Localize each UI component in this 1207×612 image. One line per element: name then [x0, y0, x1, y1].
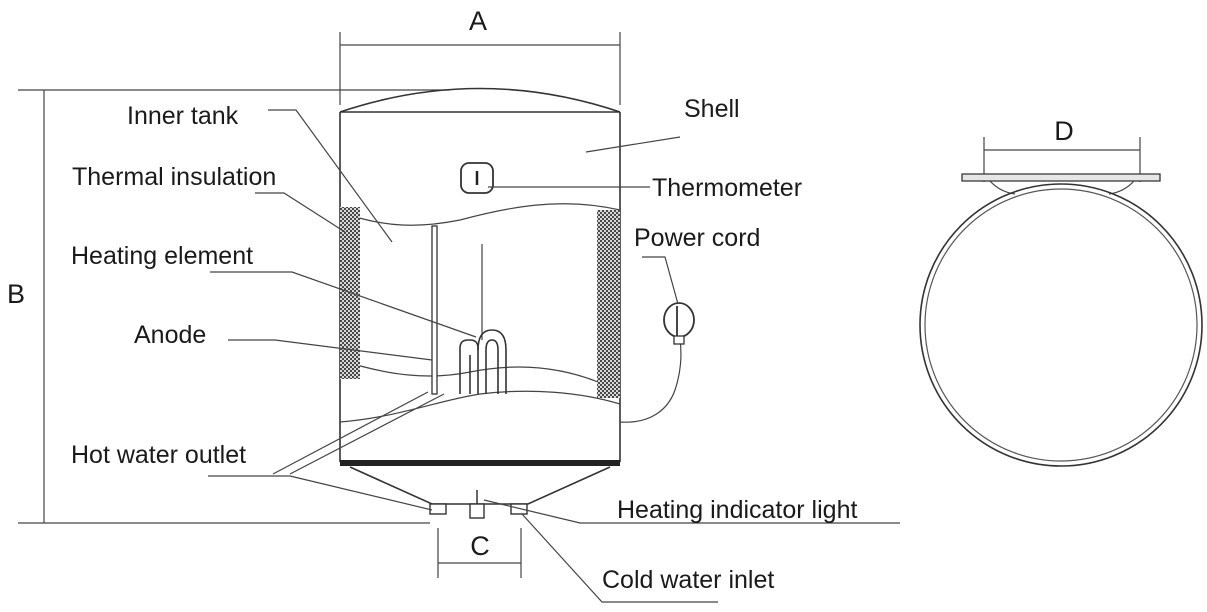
- anode-rod: [431, 225, 438, 395]
- dimension-b: B: [7, 89, 450, 524]
- label-heating-indicator-light: Heating indicator light: [617, 496, 857, 524]
- tank-outer-circle: [919, 183, 1203, 467]
- label-thermometer: Thermometer: [652, 174, 802, 202]
- label-hot-water-outlet: Hot water outlet: [71, 441, 246, 469]
- label-anode: Anode: [134, 321, 206, 349]
- dimension-a: A: [339, 6, 621, 105]
- label-cold-water-inlet: Cold water inlet: [602, 566, 774, 594]
- label-shell: Shell: [684, 95, 740, 123]
- label-heating-element: Heating element: [71, 242, 253, 270]
- top-view: D: [919, 116, 1203, 467]
- power-plug: [663, 302, 695, 338]
- heater-body: [339, 87, 695, 519]
- hot-water-pipe: [429, 503, 447, 515]
- mounting-bracket: [961, 173, 1161, 182]
- dimension-c: C: [437, 528, 522, 578]
- label-power-cord: Power cord: [634, 224, 760, 252]
- dimension-c-label: C: [470, 531, 490, 561]
- tank-inner-circle: [924, 188, 1198, 462]
- indicator-light-housing: [469, 503, 485, 519]
- label-thermal-insulation: Thermal insulation: [72, 163, 276, 191]
- leader-lines: [208, 109, 900, 603]
- heating-element-coil: [459, 244, 507, 394]
- bottom-band: [340, 460, 620, 466]
- dimension-a-label: A: [469, 6, 487, 36]
- dimension-d-label: D: [1054, 116, 1074, 146]
- insulation-right: [597, 210, 620, 398]
- dimension-b-label: B: [7, 279, 25, 309]
- label-inner-tank: Inner tank: [127, 102, 239, 130]
